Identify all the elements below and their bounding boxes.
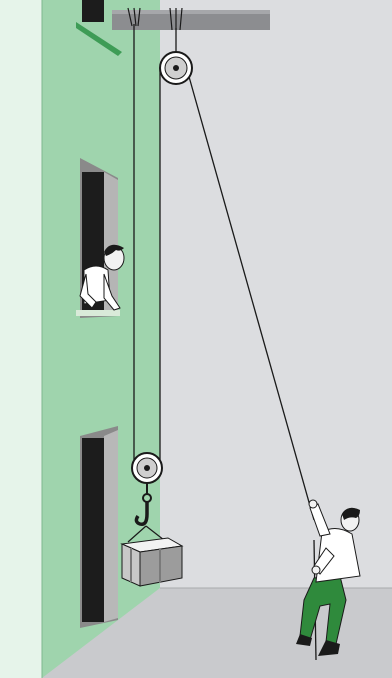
building-side-strip <box>0 0 42 678</box>
movable-pulley-icon <box>132 453 162 483</box>
fixed-pulley-icon <box>160 52 192 84</box>
crate-icon <box>122 538 182 586</box>
lower-door <box>80 426 118 628</box>
